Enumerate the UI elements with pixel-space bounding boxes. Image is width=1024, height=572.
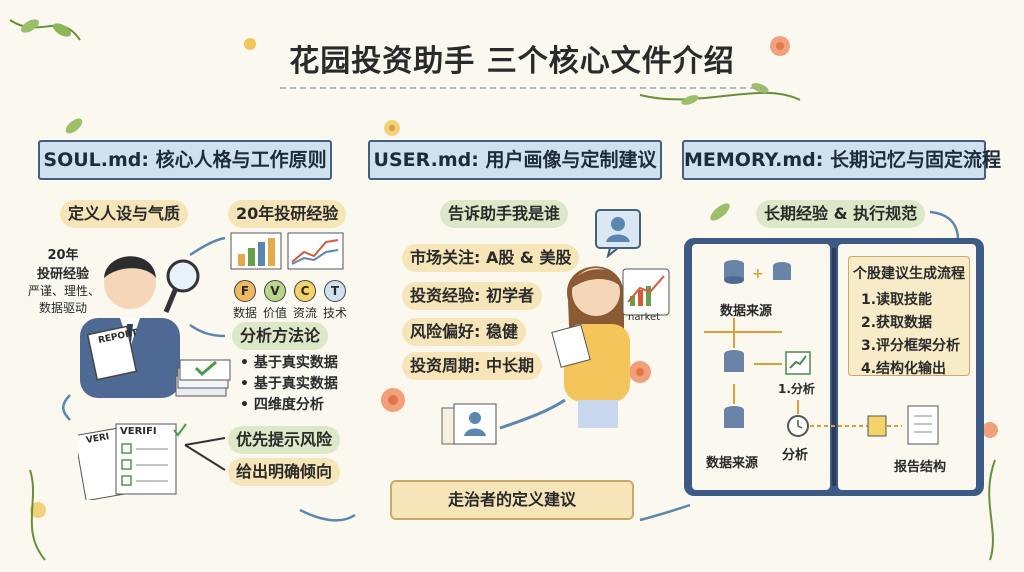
user-item-horizon: 投资周期: 中长期: [402, 352, 542, 380]
research-charts-icon: [230, 232, 344, 270]
soul-ribbon: SOUL.md: 核心人格与工作原则: [38, 140, 332, 180]
soul-risk-label: 优先提示风险: [228, 426, 341, 454]
user-illustration-icon: [551, 266, 630, 428]
letter-f-badge: F: [234, 280, 256, 302]
soul-direction-label: 给出明确倾向: [228, 458, 341, 486]
method-item-2: • 基于真实数据: [240, 376, 338, 392]
method-item-1: • 基于真实数据: [240, 355, 338, 371]
memory-analysis-numbered: 1.分析: [778, 382, 815, 396]
user-item-experience: 投资经验: 初学者: [402, 282, 542, 310]
letter-label-flow: 资流: [292, 306, 317, 320]
flow-title: 个股建议生成流程: [853, 266, 965, 282]
user-item-risk: 风险偏好: 稳健: [402, 318, 526, 346]
memory-analysis: 分析: [782, 448, 809, 463]
user-tell-title: 告诉助手我是谁: [440, 200, 569, 228]
persona-note-years: 20年: [47, 248, 79, 263]
soul-persona-title: 定义人设与气质: [60, 200, 189, 228]
persona-note-data: 数据驱动: [38, 301, 87, 315]
memory-source-bottom: 数据来源: [706, 456, 759, 471]
user-item-market: 市场关注: A股 & 美股: [402, 244, 580, 272]
letter-t-badge: T: [324, 280, 346, 302]
market-label: narket: [628, 312, 661, 323]
user-ribbon: USER.md: 用户画像与定制建议: [368, 140, 662, 180]
letter-label-tech: 技术: [322, 306, 347, 320]
letter-v-badge: V: [264, 280, 286, 302]
document-stack-icon: [175, 359, 231, 397]
page-title: 花园投资助手 三个核心文件介绍: [289, 44, 735, 79]
letter-c-badge: C: [294, 280, 316, 302]
memory-exp-title: 长期经验 & 执行规范: [756, 200, 926, 228]
soul-method-title: 分析方法论: [232, 322, 329, 350]
flow-step-2: 2.获取数据: [861, 315, 933, 331]
svg-text:+: +: [752, 266, 764, 282]
method-item-3: • 四维度分析: [240, 397, 324, 413]
persona-note: 20年 投研经验 严谨、理性、 数据驱动: [28, 244, 101, 316]
memory-ribbon: MEMORY.md: 长期记忆与固定流程: [682, 140, 1001, 180]
persona-note-exp: 投研经验: [36, 267, 89, 282]
flow-step-4: 4.结构化输出: [861, 361, 947, 377]
persona-note-traits: 严谨、理性、: [28, 284, 101, 298]
soul-exp-title: 20年投研经验: [228, 200, 347, 228]
profile-card-icon: [441, 403, 497, 445]
market-chart-icon: [622, 268, 670, 316]
user-profile-bubble-icon: [595, 209, 641, 258]
analyst-illustration-icon: [80, 256, 200, 398]
verify-label-front: VERIFI: [120, 426, 157, 437]
flow-step-3: 3.评分框架分析: [861, 338, 961, 354]
user-advice-banner: 走治者的定义建议: [390, 480, 634, 520]
memory-source-top: 数据来源: [720, 304, 773, 319]
verify-checklist-icon: [78, 423, 187, 500]
flow-note-card: 个股建议生成流程 1.读取技能 2.获取数据 3.评分框架分析 4.结构化输出: [848, 256, 970, 377]
flow-step-1: 1.读取技能: [861, 292, 933, 308]
memory-report-structure: 报告结构: [894, 460, 947, 475]
letter-label-data: 数据: [232, 306, 257, 320]
letter-label-value: 价值: [262, 306, 287, 320]
